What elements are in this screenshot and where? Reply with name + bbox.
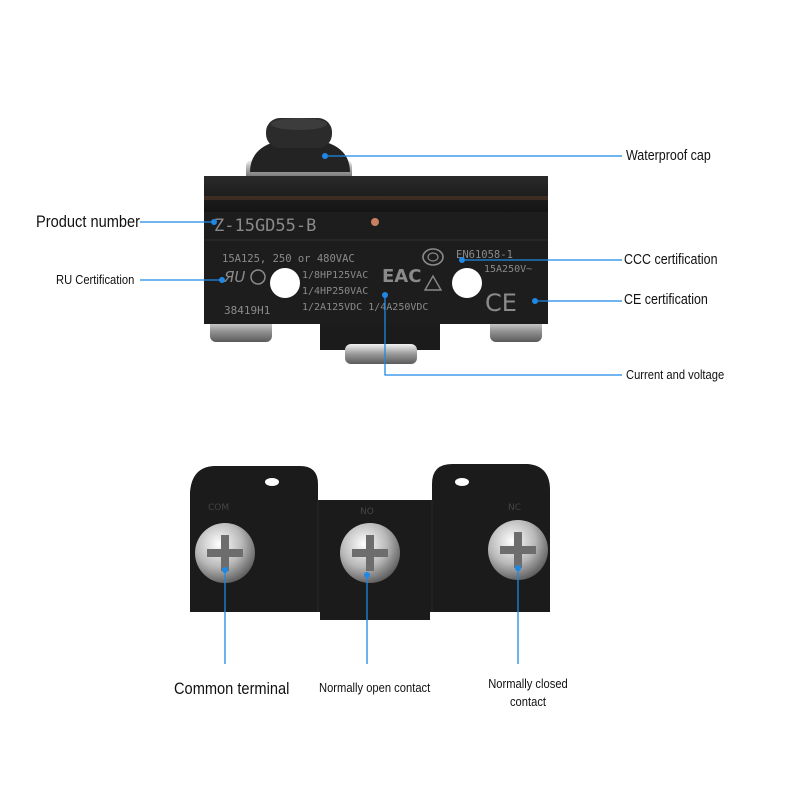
mounting-hole-left	[270, 268, 300, 298]
top-hole-right	[455, 478, 469, 486]
switch-front-view: Z-15GD55-B 15A125, 250 or 480VAC 1/8HP12…	[204, 118, 548, 364]
label-current-voltage: Current and voltage	[626, 367, 725, 382]
terminal-no-marking: NO	[360, 507, 374, 517]
switch-body-lower	[204, 212, 548, 324]
standard-marking: EN61058-1	[456, 249, 513, 261]
label-normally-closed-line2: contact	[509, 694, 547, 709]
ul-recognition-icon: ЯU	[223, 268, 245, 286]
rating-line-3: 1/4HP250VAC	[302, 286, 368, 297]
terminal-com-marking: COM	[208, 503, 229, 513]
label-normally-open: Normally open contact	[319, 680, 431, 695]
model-marking: Z-15GD55-B	[214, 216, 316, 236]
switch-body-upper	[204, 176, 548, 212]
eac-mark: EAC	[382, 266, 421, 287]
ce-mark: CE	[485, 289, 517, 317]
label-ccc-certification: CCC certification	[624, 252, 718, 268]
ccc-mark-icon	[422, 248, 444, 266]
screw-head-icon	[195, 523, 255, 583]
label-product-number: Product number	[36, 212, 141, 231]
lot-marking: 38419H1	[224, 304, 270, 317]
indicator-dot	[371, 218, 379, 226]
terminal-nc-marking: NC	[508, 503, 521, 513]
label-common-terminal: Common terminal	[174, 679, 290, 698]
rating-line-4: 1/2A125VDC 1/4A250VDC	[302, 302, 428, 313]
screw-head-icon	[340, 523, 400, 583]
leader-dots	[211, 153, 538, 578]
rating-right: 15A250V~	[484, 264, 532, 275]
terminal-center	[345, 344, 417, 364]
rating-line-1: 15A125, 250 or 480VAC	[222, 253, 355, 265]
svg-text:ЯU: ЯU	[223, 268, 245, 286]
label-waterproof-cap: Waterproof cap	[626, 148, 711, 164]
mounting-hole-right	[452, 268, 482, 298]
rating-line-2: 1/8HP125VAC	[302, 270, 368, 281]
label-ce-certification: CE certification	[624, 292, 708, 308]
leader-current-voltage	[384, 295, 622, 376]
triangle-mark-icon	[423, 274, 443, 291]
label-normally-closed-line1: Normally closed	[488, 676, 568, 691]
leader-lines	[140, 155, 622, 664]
switch-terminal-view: COM NO NC	[190, 464, 550, 620]
screw-head-icon	[488, 520, 548, 580]
csa-icon	[250, 269, 266, 285]
top-hole-left	[265, 478, 279, 486]
label-ru-certification: RU Certification	[56, 272, 135, 287]
